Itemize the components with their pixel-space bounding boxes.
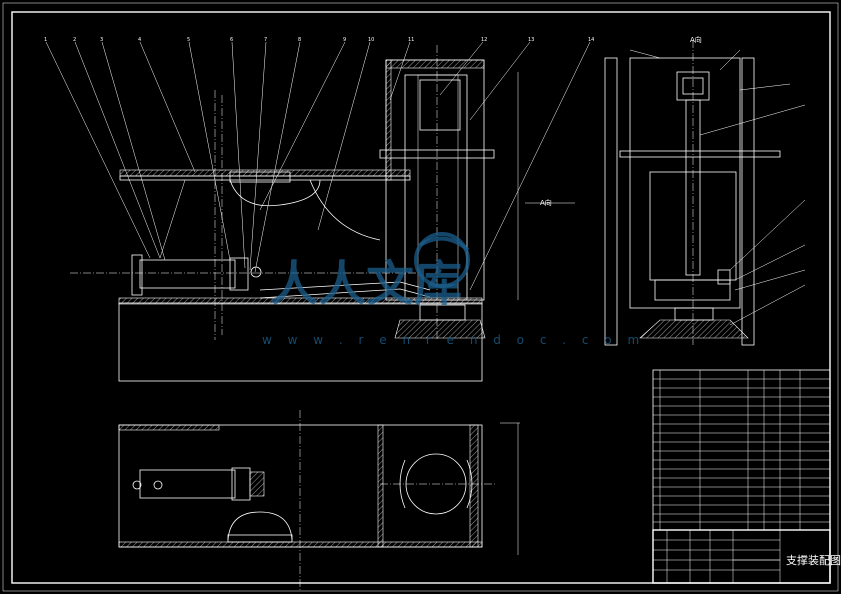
cylinder-body [139,259,236,289]
sheet-inner-border [11,11,831,584]
support-bracket [229,179,321,207]
watermark-url: w w w . r e n r e n d o c . c o m [262,333,645,347]
column-inner-2 [417,74,459,301]
drawing-title: 支撑装配图 [786,553,841,567]
svg-text:10: 10 [368,37,374,43]
svg-text:13: 13 [528,37,534,43]
side-frame [629,57,741,309]
title-block: 支撑装配图 [652,529,841,584]
svg-text:3: 3 [100,37,103,43]
svg-text:5: 5 [187,37,190,43]
plan-view [118,410,520,590]
cylinder-end [131,254,143,296]
base-plate-hatch [118,297,483,305]
svg-text:12: 12 [481,37,487,43]
watermark-text: 人人文库 [270,256,462,312]
cylinder-pin [250,266,262,278]
svg-text:4: 4 [138,37,141,43]
balloon-row: 1 2 3 4 5 6 7 8 9 10 11 12 13 14 [44,37,594,43]
front-view: A向 [70,45,575,382]
side-view-A: A向 [604,35,806,346]
plan-outline [118,424,483,548]
svg-text:7: 7 [264,37,267,43]
svg-text:6: 6 [230,37,233,43]
svg-text:1: 1 [44,37,47,43]
watermark: 人人文库 w w w . r e n r e n d o c . c o m [262,232,645,347]
leader-lines [45,41,591,291]
column-housing-left-wall [385,59,392,181]
top-plate [119,169,411,177]
lever-arm [259,281,431,291]
svg-text:11: 11 [408,37,414,43]
column-top-cap [385,59,485,69]
top-plate-2 [119,175,411,181]
parts-list [652,369,831,531]
column-top-block [419,79,461,131]
cylinder-flange [229,257,249,291]
svg-text:9: 9 [343,37,346,43]
svg-text:14: 14 [588,37,594,43]
svg-text:8: 8 [298,37,301,43]
view-label-top: A向 [690,35,702,44]
view-label-side: A向 [540,198,552,207]
svg-text:2: 2 [73,37,76,43]
